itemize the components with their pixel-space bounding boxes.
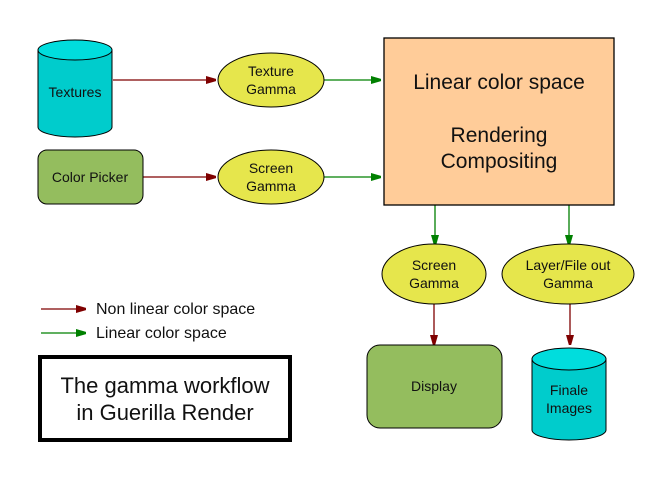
gamma-ellipse <box>381 243 487 305</box>
edges <box>113 80 570 345</box>
node-label: Textures <box>49 84 102 100</box>
cylinder-body <box>531 358 607 441</box>
node-finale-images: Finale Images <box>531 347 607 441</box>
node-label-line2: Images <box>546 400 592 416</box>
node-label-line1: Layer/File out <box>526 257 611 273</box>
node-textures: Textures <box>37 39 113 138</box>
title-frame <box>38 355 292 442</box>
main-line-rendering: Rendering <box>451 124 548 147</box>
legend-linear-label: Linear color space <box>96 325 227 342</box>
node-color-picker: Color Picker <box>37 149 144 205</box>
main-line-compositing: Compositing <box>441 150 558 173</box>
node-label-line1: Finale <box>550 382 588 398</box>
cylinder-top <box>531 347 607 371</box>
node-screen-gamma-out: Screen Gamma <box>381 243 487 305</box>
node-layer-gamma: Layer/File out Gamma <box>501 243 635 305</box>
gamma-ellipse <box>501 243 635 305</box>
node-screen-gamma-in: Screen Gamma <box>217 149 325 205</box>
process-box <box>366 344 503 429</box>
gamma-ellipse <box>217 149 325 205</box>
process-box <box>37 149 144 205</box>
title-line1: The gamma workflow <box>60 373 269 398</box>
gamma-ellipse <box>217 52 325 108</box>
node-main: Linear color space Rendering Compositing <box>383 37 615 206</box>
node-label: Color Picker <box>52 169 129 185</box>
node-label: Display <box>411 378 457 394</box>
cylinder-body <box>37 49 113 138</box>
main-box <box>383 37 615 206</box>
node-display: Display <box>366 344 503 429</box>
legend-non-linear-label: Non linear color space <box>96 301 255 318</box>
main-heading: Linear color space <box>413 71 585 94</box>
node-label-line1: Screen <box>249 160 293 176</box>
node-texture-gamma: Texture Gamma <box>217 52 325 108</box>
node-label-line1: Texture <box>248 63 294 79</box>
node-label-line2: Gamma <box>246 81 296 97</box>
cylinder-top <box>37 39 113 61</box>
title-line2: in Guerilla Render <box>76 400 253 425</box>
node-label-line2: Gamma <box>246 178 296 194</box>
title-box: The gamma workflow in Guerilla Render <box>38 355 292 442</box>
legend: Non linear color space Linear color spac… <box>41 301 255 342</box>
node-label-line2: Gamma <box>409 275 459 291</box>
node-label-line1: Screen <box>412 257 456 273</box>
node-label-line2: Gamma <box>543 275 593 291</box>
